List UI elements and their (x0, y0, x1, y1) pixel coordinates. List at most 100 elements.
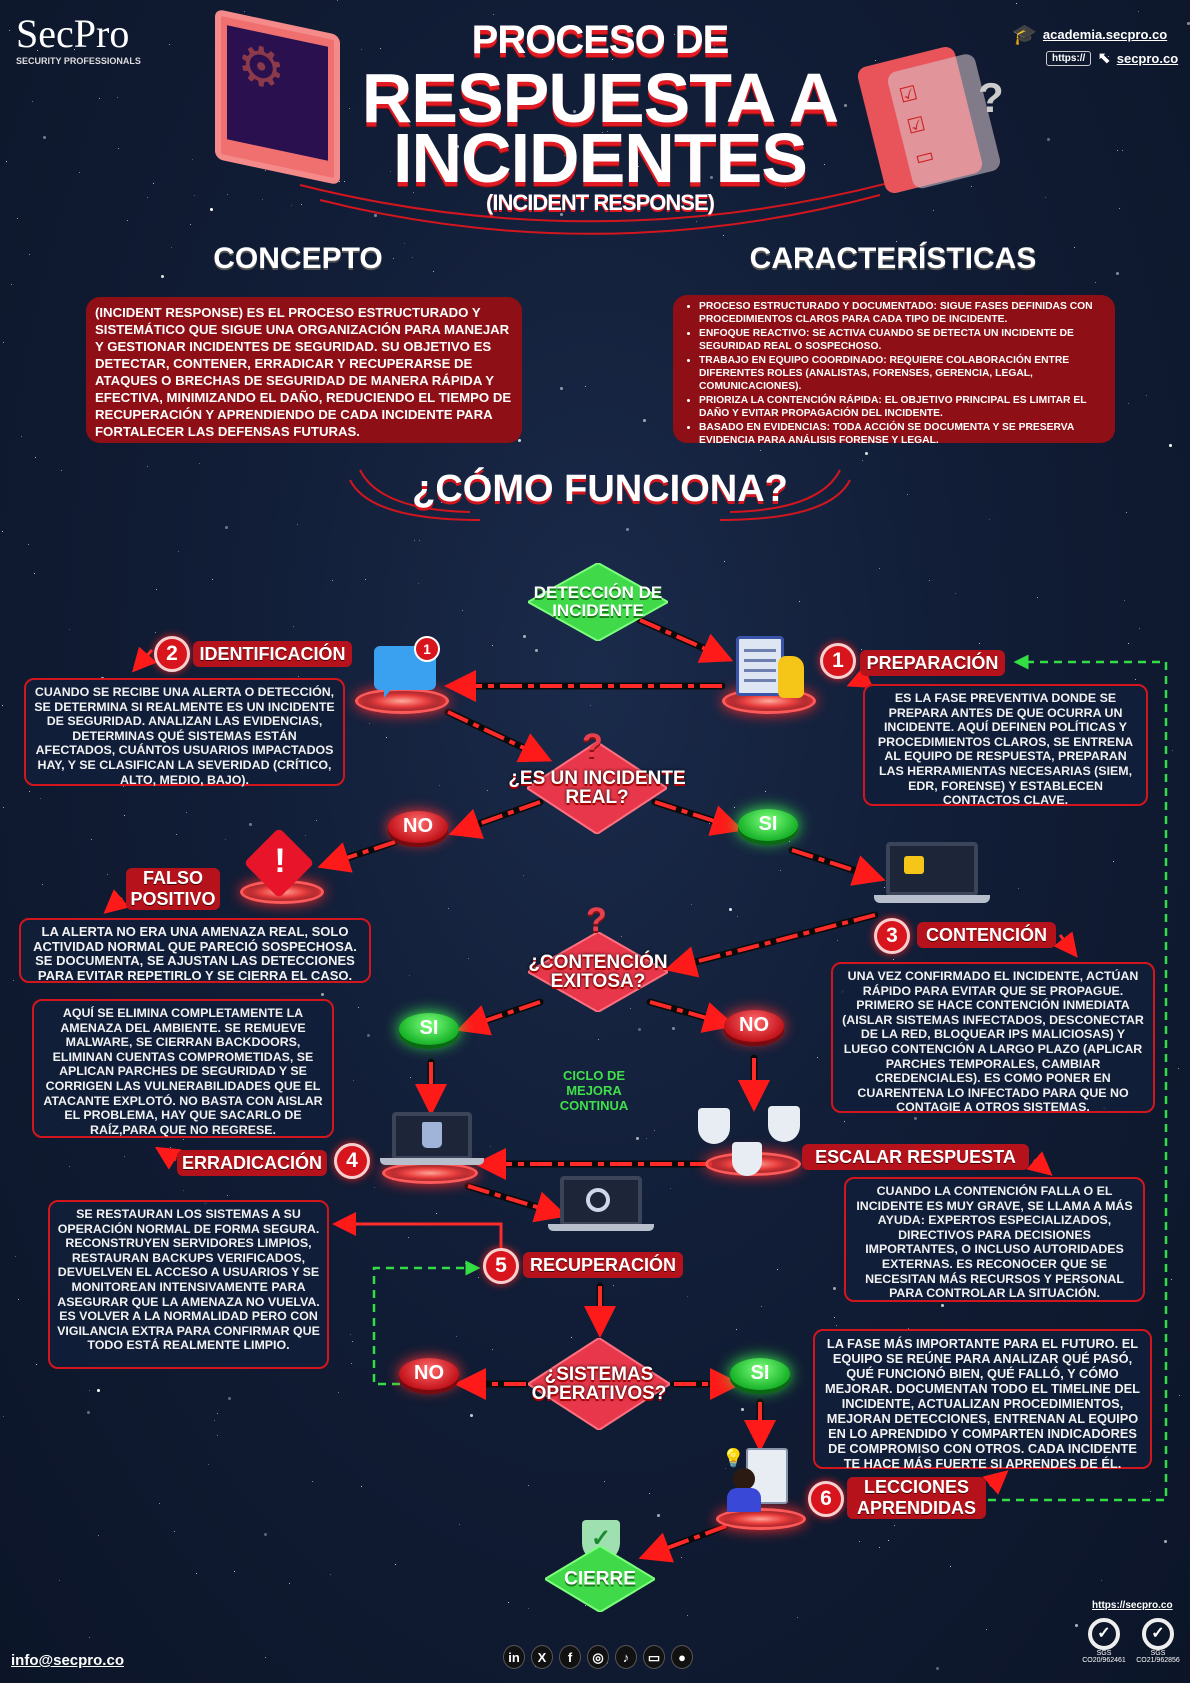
magnifier-icon (586, 1188, 610, 1212)
twitch-icon[interactable]: ▭ (643, 1645, 665, 1669)
eradication-pedestal (382, 1162, 478, 1184)
arrow-containment-to-decision (664, 913, 876, 978)
arrow-eradication-desc (154, 1146, 182, 1170)
features-heading: CARACTERÍSTICAS (749, 242, 1037, 275)
person-icon (733, 1468, 755, 1490)
laptop-base (874, 895, 990, 903)
laptop-lock-icon (886, 842, 978, 896)
shield-icon (768, 1106, 800, 1142)
monitor-gears-illustration: ⚙ (215, 8, 340, 186)
how-it-works-heading: ¿CÓMO FUNCIONA? (412, 468, 788, 510)
false-positive-desc: LA ALERTA NO ERA UNA AMENAZA REAL, SOLO … (19, 918, 371, 983)
github-icon[interactable]: ● (671, 1645, 693, 1669)
arrow-yes-to-containment (791, 848, 886, 886)
feature-item: BASADO EN EVIDENCIAS: TODA ACCIÓN SE DOC… (699, 421, 1107, 448)
question-mark-icon: ? (582, 727, 603, 765)
decision-containment-diamond: ¿CONTENCIÓN EXITOSA? (528, 932, 668, 1012)
warning-exclamation-icon: ! (274, 842, 286, 880)
end-close-diamond: CIERRE (545, 1546, 655, 1612)
decision-real-yes-button: SI (738, 809, 798, 841)
shield-icon (732, 1142, 762, 1176)
url-bar: https:// (1046, 50, 1092, 66)
hand-pen-icon (778, 656, 804, 698)
step-2-badge: 2 (154, 636, 190, 672)
graduation-cap-icon: 🎓 (1012, 24, 1037, 46)
laptop-search-icon (560, 1176, 642, 1226)
decision-systems-diamond: ¿SISTEMAS OPERATIVOS? (528, 1338, 670, 1430)
systems-yes-button: SI (730, 1358, 790, 1390)
step-1-badge: 1 (820, 643, 856, 679)
facebook-icon[interactable]: f (559, 1645, 581, 1669)
title-line-1: PROCESO DE (471, 18, 730, 62)
step-5-badge: 5 (483, 1248, 519, 1284)
title-line-3: INCIDENTES (393, 119, 808, 197)
footer-site-link[interactable]: https://secpro.co (1092, 1600, 1173, 1611)
loop-lessons-to-preparation (988, 654, 1168, 1502)
check-seal-icon: ✓ (1142, 1618, 1174, 1650)
laptop-trash-icon (392, 1112, 472, 1160)
identification-pedestal (355, 688, 449, 714)
feature-item: ENFOQUE REACTIVO: SE ACTIVA CUANDO SE DE… (699, 327, 1107, 354)
step-4-badge: 4 (334, 1143, 370, 1179)
arrow-recovery-desc (332, 1212, 503, 1250)
step-recovery-desc: SE RESTAURAN LOS SISTEMAS A SU OPERACIÓN… (48, 1200, 329, 1369)
arrow-containment-ok-yes (456, 1000, 541, 1036)
academy-link[interactable]: academia.secpro.co (1042, 27, 1168, 42)
question-mark-icon: ? (586, 901, 607, 939)
arrow-lessons-desc (982, 1470, 1009, 1495)
step-3-badge: 3 (874, 918, 910, 954)
step-identification-desc: CUANDO SE RECIBE UNA ALERTA O DETECCIÓN,… (24, 678, 345, 787)
person-body (727, 1488, 761, 1512)
arrow-identification-desc (132, 646, 157, 673)
lightbulb-icon: 💡 (722, 1448, 745, 1468)
clipboard-icon (736, 636, 784, 696)
instagram-icon[interactable]: ◎ (587, 1645, 609, 1669)
cursor-icon: ⬉ (1097, 50, 1111, 67)
check-seal-icon: ✓ (1088, 1618, 1120, 1650)
step-containment-desc: UNA VEZ CONFIRMADO EL INCIDENTE, ACTÚAN … (831, 962, 1155, 1114)
title-line-2: RESPUESTA A (361, 59, 839, 137)
trash-icon (422, 1122, 442, 1148)
escalate-desc: CUANDO LA CONTENCIÓN FALLA O EL INCIDENT… (844, 1177, 1145, 1302)
sgs-cert-badge: ✓ SGS CO21/962856 (1136, 1618, 1180, 1664)
step-eradication-label: ERRADICACIÓN (177, 1150, 327, 1176)
notification-badge: 1 (414, 636, 440, 662)
false-positive-label: FALSO POSITIVO (126, 868, 220, 910)
linkedin-icon[interactable]: in (503, 1645, 525, 1669)
secpro-logo[interactable]: SecPro SECURITY PROFESSIONALS (16, 11, 141, 67)
decision-is-real-diamond: ¿ES UN INCIDENTE REAL? (508, 742, 686, 834)
title-swoosh (299, 179, 901, 521)
site-link[interactable]: secpro.co (1116, 50, 1179, 66)
step-identification-label: IDENTIFICACIÓN (193, 641, 352, 667)
shield-icon (698, 1108, 730, 1144)
arrow-containment-ok-no (649, 1000, 736, 1033)
systems-no-button: NO (399, 1358, 459, 1390)
lock-icon (904, 856, 924, 874)
feature-item: PRIORIZA LA CONTENCIÓN RÁPIDA: EL OBJETI… (699, 394, 1107, 421)
decision-real-no-button: NO (388, 811, 448, 843)
start-detection-diamond: DETECCIÓN DE INCIDENTE (528, 563, 668, 641)
arrow-no-to-false-positive (317, 840, 396, 873)
lessons-pedestal (716, 1508, 806, 1530)
feature-item: TRABAJO EN EQUIPO COORDINADO: REQUIERE C… (699, 354, 1107, 394)
tiktok-icon[interactable]: ♪ (615, 1645, 637, 1669)
step-eradication-desc: AQUÍ SE ELIMINA COMPLETAMENTE LA AMENAZA… (32, 999, 334, 1138)
step-preparation-label: PREPARACIÓN (860, 650, 1005, 676)
arrow-escalate-desc (1026, 1151, 1053, 1176)
arrow-identification-to-decision (447, 710, 553, 763)
arrow-real-to-yes (654, 800, 744, 836)
containment-no-button: NO (724, 1010, 784, 1042)
concept-heading: CONCEPTO (213, 242, 383, 275)
features-list: PROCESO ESTRUCTURADO Y DOCUMENTADO: SIGU… (673, 295, 1115, 446)
laptop-base (380, 1158, 484, 1165)
question-mark-icon: ? (978, 74, 1004, 121)
step-6-badge: 6 (808, 1481, 844, 1517)
step-lessons-label: LECCIONES APRENDIDAS (847, 1477, 986, 1519)
arrow-detection-to-preparation (639, 618, 734, 663)
continuous-improvement-label: CICLO DE MEJORA CONTINUA (559, 1068, 629, 1113)
email-link[interactable]: info@secpro.co (11, 1652, 124, 1669)
feature-item: PROCESO ESTRUCTURADO Y DOCUMENTADO: SIGU… (699, 300, 1107, 327)
x-icon[interactable]: X (531, 1645, 553, 1669)
loop-systems-no-to-recovery (372, 1260, 481, 1386)
chat-tail (384, 686, 394, 698)
